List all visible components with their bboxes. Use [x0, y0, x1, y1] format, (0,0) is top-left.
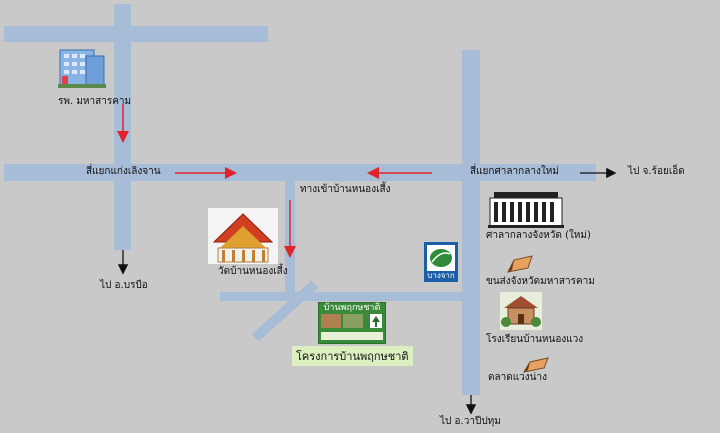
to-wapi-label: ไป อ.วาปีปทุม: [440, 416, 501, 427]
school-house-icon: [500, 292, 542, 330]
road-bottom-horizontal: [220, 292, 470, 301]
intersection-left-label: สี่แยกแก่งเลิงจาน: [86, 166, 161, 177]
temple-icon: [208, 208, 278, 264]
intersection-right-label: สี่แยกศาลากลางใหม่: [470, 166, 559, 177]
school-label: โรงเรียนบ้านหนองแวง: [486, 334, 584, 345]
road-top-horizontal: [4, 26, 268, 42]
market-pencil-marker-icon: [522, 356, 552, 374]
city-hall-label: ศาลากลางจังหวัด (ใหม่): [486, 230, 591, 241]
hospital-label: รพ. มหาสารคาม: [58, 96, 132, 107]
project-sign-icon: บ้านพฤกษชาติ: [317, 301, 387, 345]
transport-pencil-marker-icon: [506, 254, 536, 274]
road-right-vertical: [462, 50, 480, 395]
to-borabue-label: ไป อ.บรบือ: [100, 280, 148, 291]
project-label: โครงการบ้านพฤกษชาติ: [292, 346, 413, 366]
market-label: ตลาดแวงน่าง: [488, 372, 548, 383]
road-main-horizontal: [4, 164, 596, 181]
government-building-icon: [486, 190, 566, 230]
bangchak-logo-text: บางจาก: [427, 271, 455, 280]
transport-label: ขนส่งจังหวัดมหาสารคาม: [486, 276, 595, 287]
entrance-label: ทางเข้าบ้านหนองเสี้ง: [300, 184, 391, 195]
to-roiet-label: ไป จ.ร้อยเอ็ด: [628, 166, 685, 177]
bangchak-gas-station-icon: บางจาก: [424, 242, 458, 282]
hospital-building-icon: [54, 46, 110, 90]
temple-label: วัดบ้านหนองเสี้ง: [218, 266, 288, 277]
project-sign-title: บ้านพฤกษชาติ: [323, 303, 381, 313]
